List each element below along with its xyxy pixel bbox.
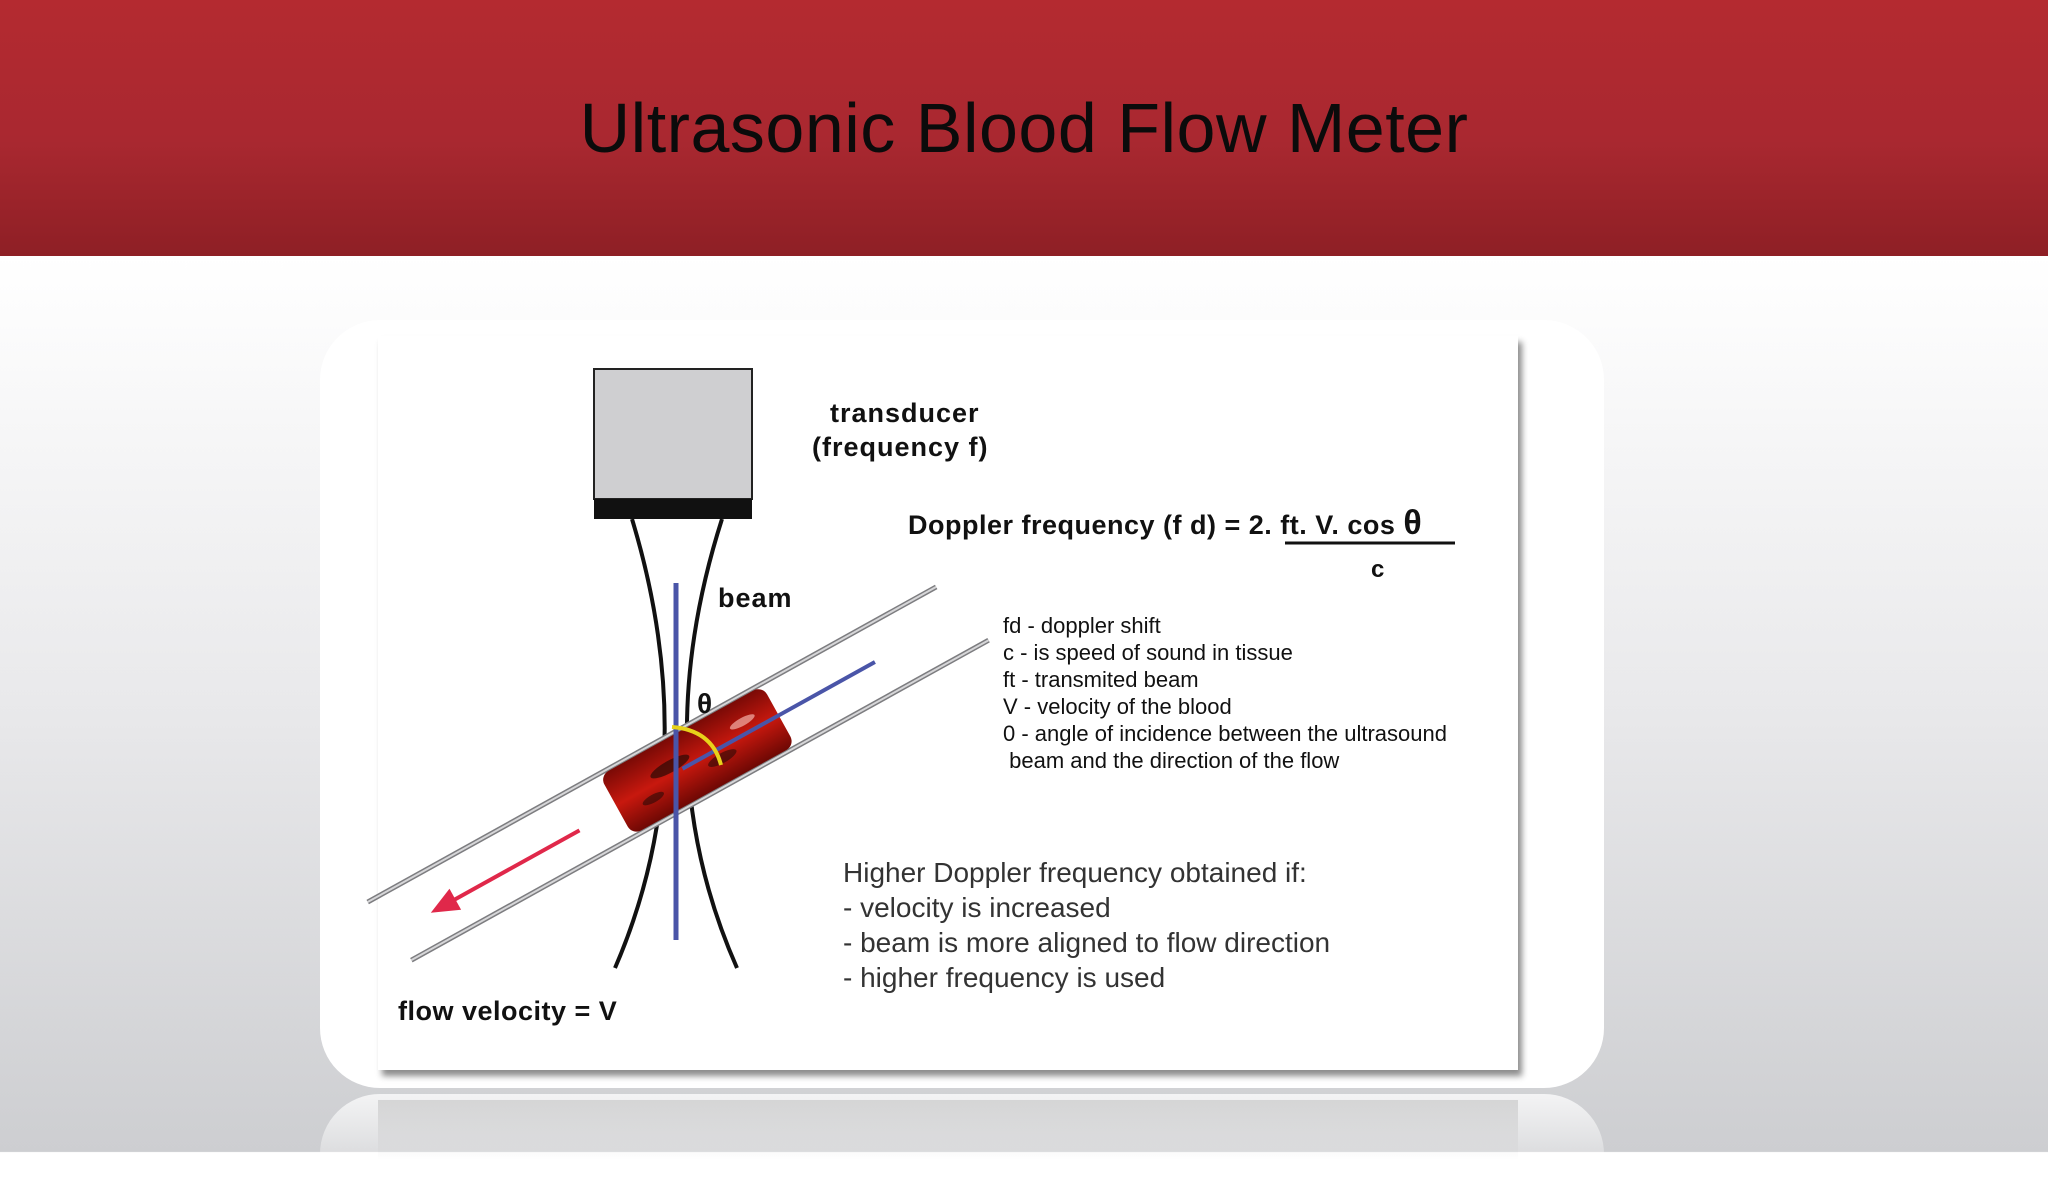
flow-arrow-shaft <box>447 828 581 905</box>
slide-title: Ultrasonic Blood Flow Meter <box>579 89 1469 167</box>
doppler-equation: Doppler frequency (f d) = 2. ft. V. cos … <box>908 504 1422 543</box>
theta-label: θ <box>697 688 713 719</box>
flow-velocity-label: flow velocity = V <box>398 996 618 1026</box>
definition-item: 0 - angle of incidence between the ultra… <box>1003 721 1447 746</box>
notes-heading: Higher Doppler frequency obtained if: <box>843 857 1307 888</box>
image-reflection <box>378 1100 1518 1160</box>
definitions-list: fd - doppler shift c - is speed of sound… <box>1003 612 1447 774</box>
definition-item: c - is speed of sound in tissue <box>1003 640 1293 665</box>
transducer-label: transducer <box>830 398 980 428</box>
definition-item: V - velocity of the blood <box>1003 694 1232 719</box>
title-bar: Ultrasonic Blood Flow Meter <box>0 0 2048 256</box>
note-item: - velocity is increased <box>843 892 1111 923</box>
equation-theta: θ <box>1403 504 1423 542</box>
doppler-diagram-image <box>378 336 1518 1070</box>
transducer-face <box>594 499 752 519</box>
frequency-label: (frequency f) <box>812 432 989 462</box>
higher-frequency-notes: Higher Doppler frequency obtained if: - … <box>843 855 1330 995</box>
note-item: - beam is more aligned to flow direction <box>843 927 1331 958</box>
beam-label: beam <box>718 583 793 613</box>
flow-arrow-head <box>430 888 462 913</box>
equation-denominator: c <box>1371 556 1385 583</box>
equation-numerator: Doppler frequency (f d) = 2. ft. V. cos <box>908 510 1396 540</box>
note-item: - higher frequency is used <box>843 962 1166 993</box>
angle-arc <box>671 725 723 766</box>
blood-vessel <box>366 584 990 963</box>
transducer-body <box>593 368 753 500</box>
doppler-diagram-graphics <box>366 368 1455 969</box>
definition-item: beam and the direction of the flow <box>1003 748 1340 773</box>
definition-item: fd - doppler shift <box>1003 613 1161 638</box>
definition-item: ft - transmited beam <box>1003 667 1199 692</box>
